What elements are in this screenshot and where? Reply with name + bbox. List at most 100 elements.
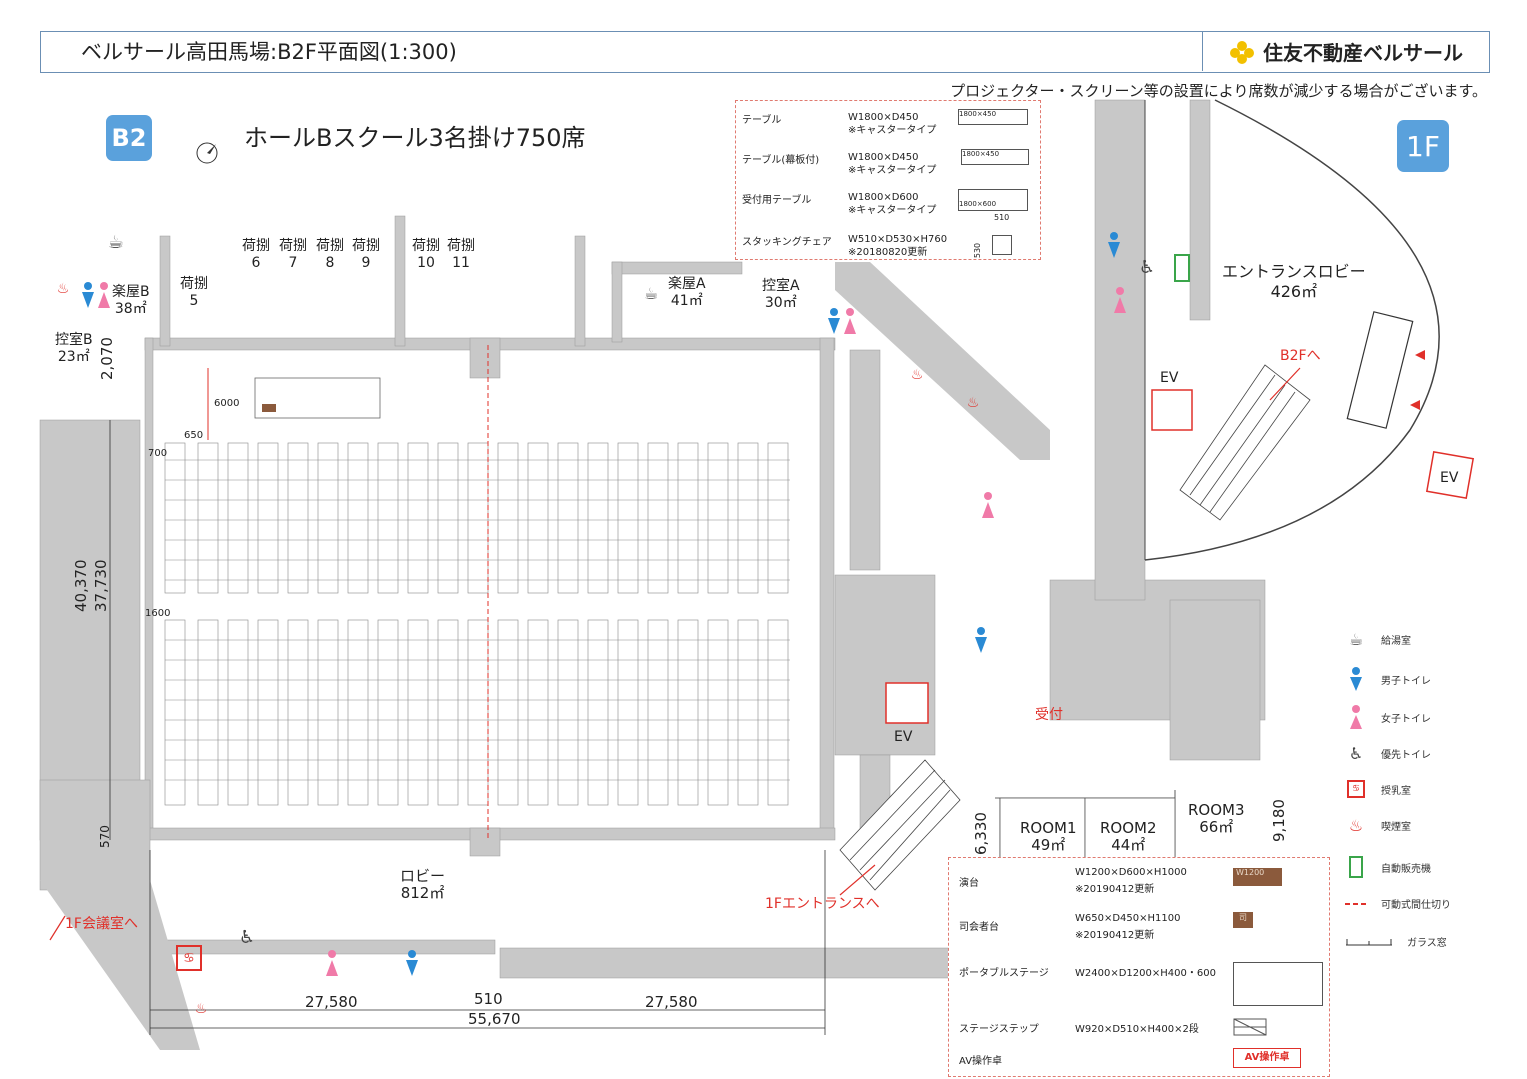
spec-detail: W650×D450×H1100※20190412更新 (1075, 913, 1181, 941)
spec-tag: 1800×450 (958, 109, 1028, 125)
dimension-27580-left: 27,580 (305, 993, 358, 1011)
female-toilet-icon (980, 490, 996, 520)
male-toilet-icon (1345, 666, 1367, 692)
furniture-spec-top: テーブル W1800×D450※キャスタータイプ 1800×450 テーブル(幕… (735, 100, 1041, 260)
dimension-510: 510 (474, 990, 503, 1008)
smoking-room-icon: ♨ (56, 281, 70, 297)
dimension-6330: 6,330 (972, 812, 990, 855)
spec-name: ステージステップ (959, 1024, 1039, 1035)
legend-item: ガラス窓 (1345, 934, 1447, 949)
ev-label-1f-b: EV (1440, 470, 1459, 486)
legend-item: ♿優先トイレ (1345, 744, 1431, 763)
male-toilet-icon (826, 306, 842, 336)
kettle-icon: ☕ (107, 231, 125, 253)
mc-stand-tag: 司 (1233, 912, 1253, 928)
spec-detail: W920×D510×H400×2段 (1075, 1024, 1199, 1035)
male-toilet-icon (973, 625, 989, 655)
spec-name: 司会者台 (959, 922, 999, 933)
spec-tag: 1800×450 (961, 149, 1029, 165)
spec-detail: W1800×D450※キャスタータイプ (848, 112, 937, 136)
spec-name: ポータブルステージ (959, 968, 1049, 979)
spec-detail: W1800×D600※キャスタータイプ (848, 192, 937, 216)
ev-label-b2: EV (894, 729, 913, 745)
spec-tag: 530 (973, 242, 983, 259)
spec-name: 演台 (959, 878, 979, 889)
male-toilet-icon (1106, 230, 1122, 260)
legend-item: ♋授乳室 (1345, 780, 1411, 798)
seating-block-upper (164, 442, 789, 594)
to-1f-entrance-label: 1Fエントランスへ (765, 896, 880, 912)
brand-flower-icon (1230, 40, 1254, 64)
smoking-room-icon: ♨ (966, 395, 980, 411)
revolving-door (1346, 311, 1414, 429)
smoking-room-icon: ♨ (194, 1001, 208, 1017)
ev-label-1f-a: EV (1160, 370, 1179, 386)
dimension-55670: 55,670 (468, 1010, 521, 1028)
dimension-1600: 1600 (145, 608, 171, 619)
elevator-1f-b (1425, 450, 1475, 500)
chair-symbol (992, 235, 1012, 255)
spec-detail: W1800×D450※キャスタータイプ (848, 152, 937, 176)
spec-name: テーブル (742, 115, 782, 126)
glass-window-icon (1345, 937, 1393, 947)
furniture-spec-bottom: 演台 W1200×D600×H1000※20190412更新 W1200 司会者… (948, 857, 1330, 1077)
wheelchair-icon: ♿ (1348, 744, 1364, 763)
kettle-icon: ☕ (643, 283, 659, 303)
escalator-1f (1179, 364, 1311, 521)
spec-name: スタッキングチェア (742, 237, 832, 248)
dimension-6000: 6000 (214, 398, 240, 409)
hall-walls (39, 99, 1266, 979)
vending-machine-icon (1345, 856, 1367, 878)
dimension-9180: 9,180 (1270, 799, 1288, 842)
portable-stage-symbol (1233, 962, 1323, 1006)
legend-item: ☕給湯室 (1345, 630, 1411, 649)
layout-title: ホールBスクール3名掛け750席 (244, 124, 586, 152)
female-toilet-icon (96, 280, 112, 310)
smoking-room-icon: ♨ (1348, 816, 1364, 835)
male-toilet-icon (80, 280, 96, 310)
spec-name: 受付用テーブル (742, 195, 812, 206)
diagonal-wall-ne (835, 262, 1050, 460)
female-toilet-icon (1345, 704, 1367, 730)
spec-detail: W1200×D600×H1000※20190412更新 (1075, 867, 1187, 895)
legend-item: ♨喫煙室 (1345, 816, 1411, 835)
kettle-icon: ☕ (1348, 630, 1364, 649)
legend-item: 男子トイレ (1345, 666, 1431, 692)
brand-name: 住友不動産ベルサール (1263, 41, 1463, 65)
spec-name: テーブル(幕板付) (742, 155, 820, 166)
entrance-lobby-arc (1144, 99, 1440, 561)
podium-tag: W1200 (1233, 868, 1282, 886)
legend-item: 自動販売機 (1345, 856, 1431, 878)
dimension-27580-right: 27,580 (645, 993, 698, 1011)
female-toilet-icon (1112, 285, 1128, 315)
brand-logo: 住友不動産ベルサール (1202, 32, 1489, 71)
vending-machine-icon (1174, 254, 1190, 282)
diagonal-wall-sw (40, 880, 200, 1050)
female-toilet-icon (324, 948, 340, 978)
dimension-650: 650 (184, 430, 204, 441)
spec-name: AV操作卓 (959, 1056, 1003, 1067)
page-title: ベルサール高田馬場:B2F平面図(1:300) (81, 40, 457, 64)
movable-partition-icon (1345, 901, 1367, 907)
notice-text: プロジェクター・スクリーン等の設置により席数が減少する場合がございます。 (950, 82, 1487, 100)
wheelchair-icon: ♿ (1138, 256, 1156, 278)
to-1f-meeting-label: 1F会議室へ (65, 916, 138, 932)
legend-item: 女子トイレ (1345, 704, 1431, 730)
female-toilet-icon (842, 306, 858, 336)
male-toilet-icon (404, 948, 420, 978)
seating-block-lower (164, 619, 789, 806)
spec-detail: W510×D530×H760※20180820更新 (848, 234, 948, 258)
